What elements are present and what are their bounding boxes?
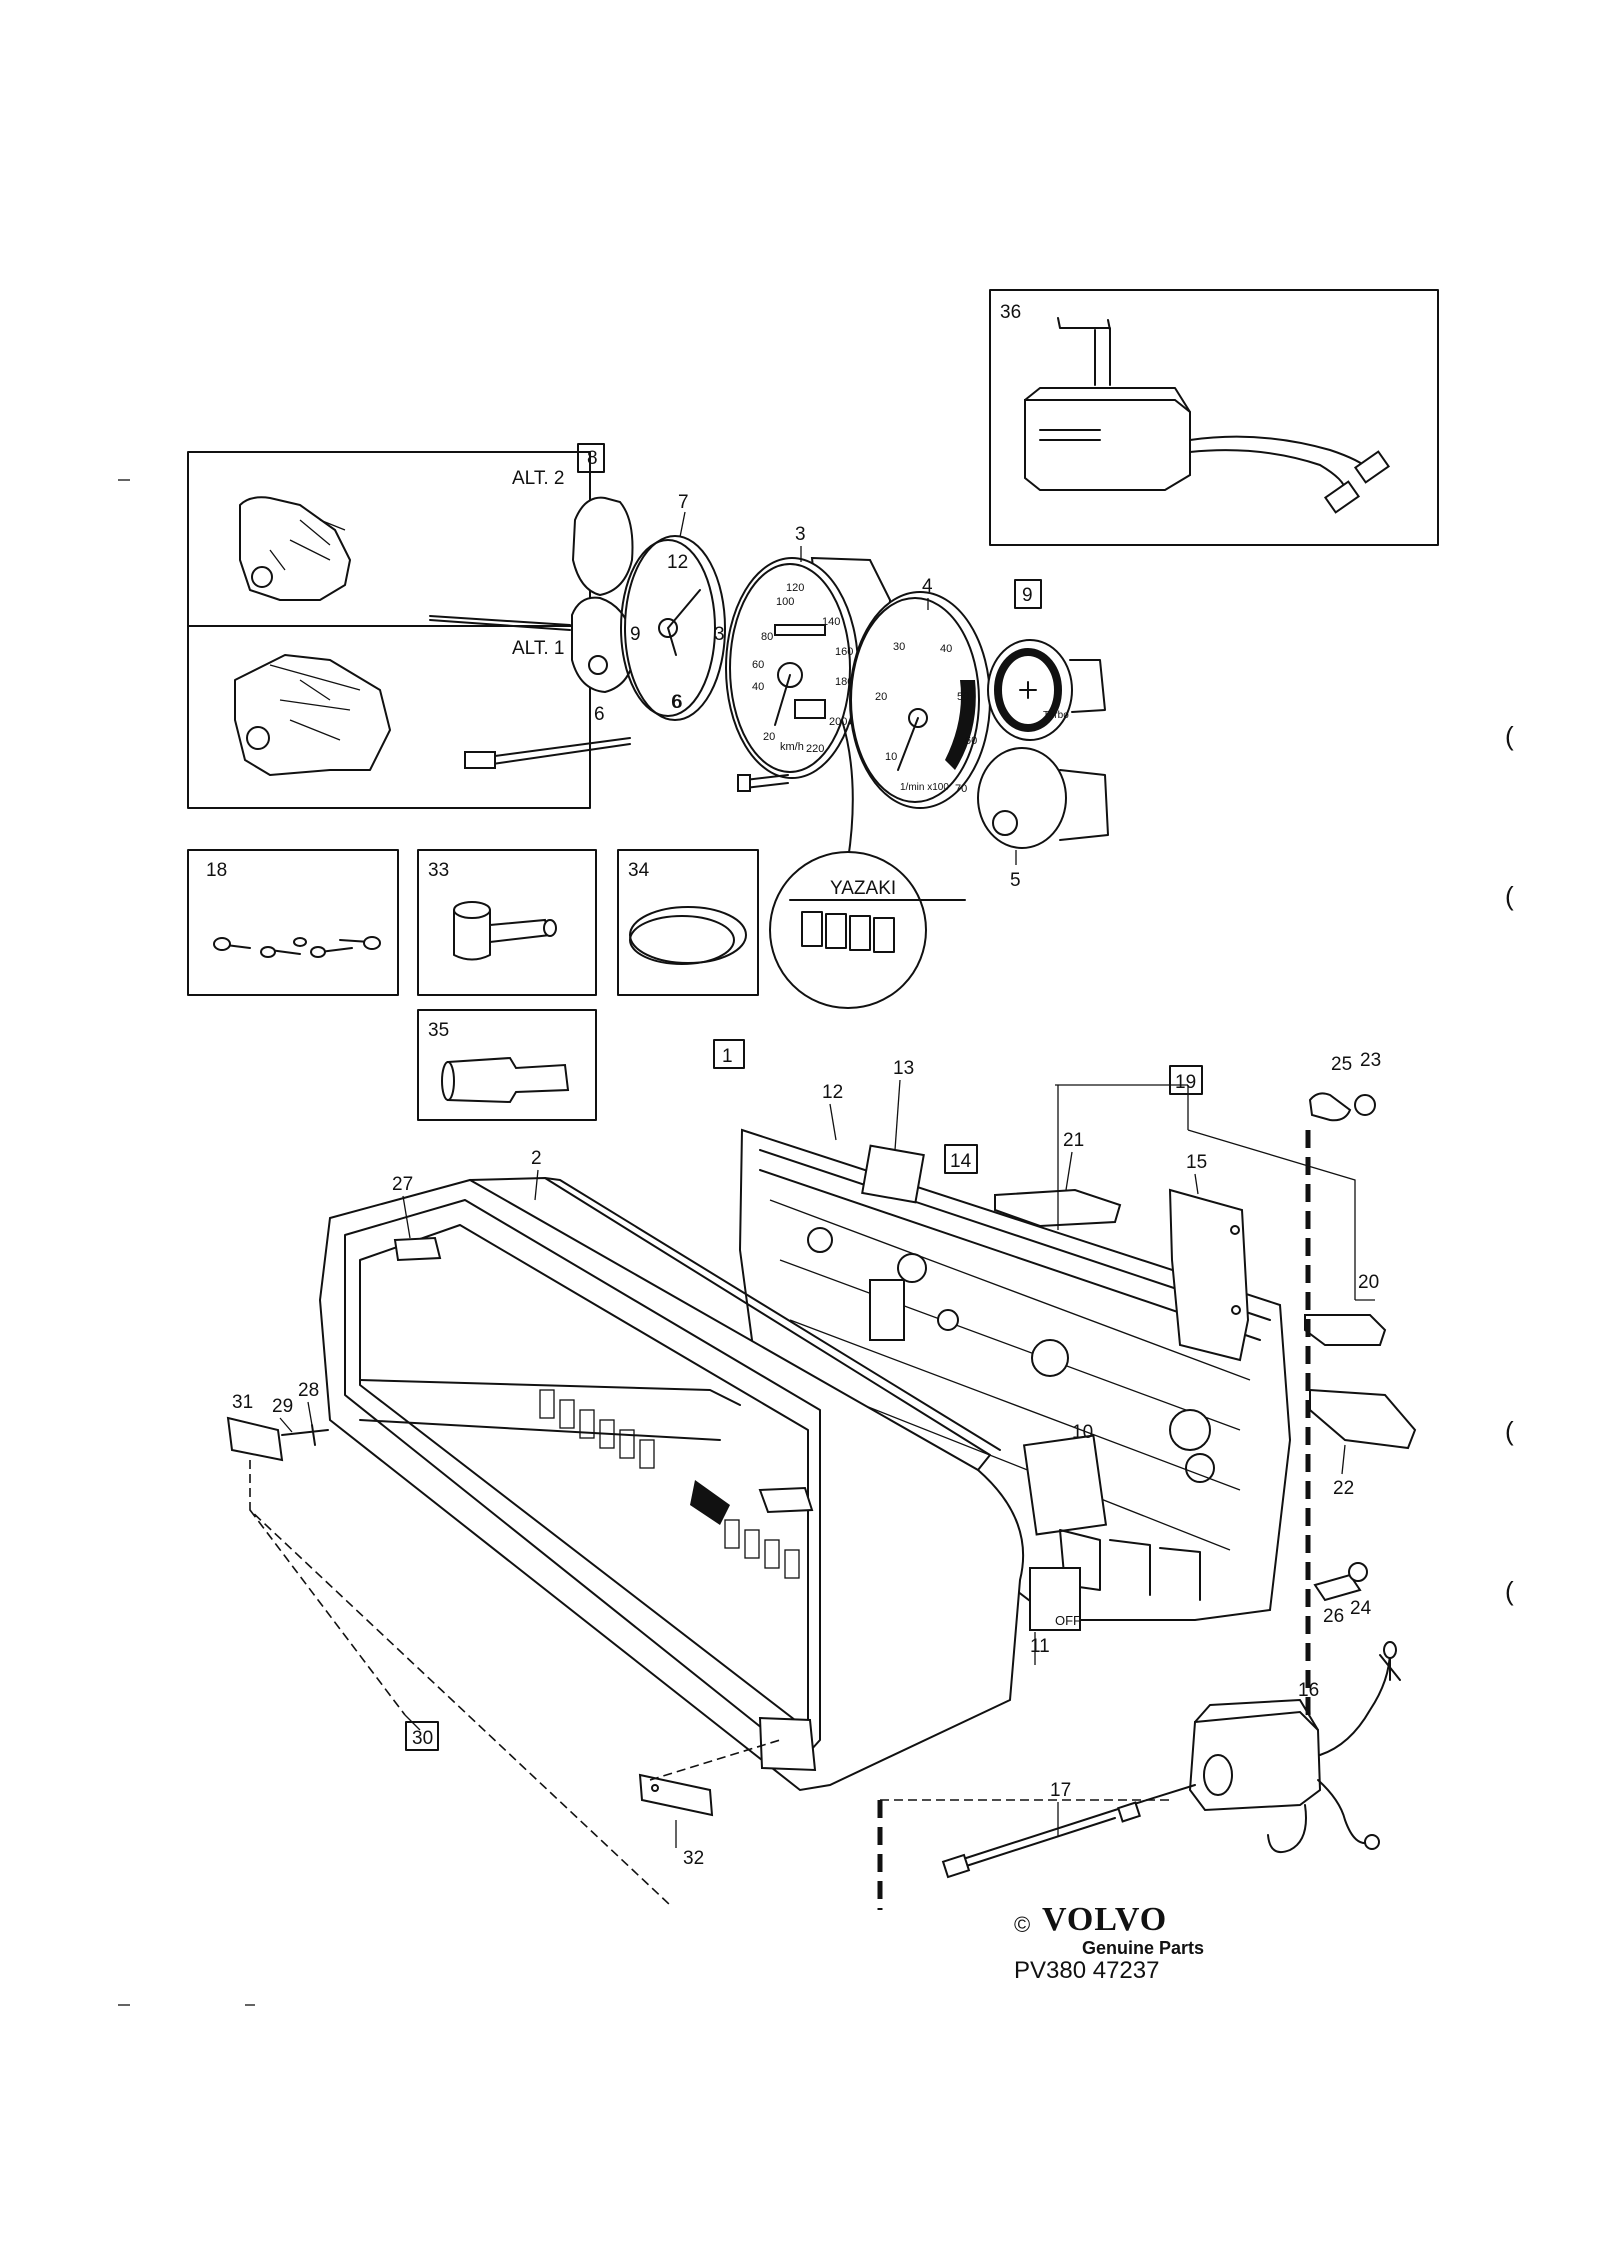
callout-24: 24 <box>1350 1598 1372 1619</box>
callout-36: 36 <box>1000 302 1021 323</box>
tacho-unit: 1/min x100 <box>900 782 949 793</box>
speedo-60: 60 <box>752 659 764 671</box>
callout-19: 19 <box>1175 1072 1196 1093</box>
tacho-70: 70 <box>955 783 967 795</box>
callout-9-box <box>1014 579 1042 609</box>
callout-12: 12 <box>822 1082 843 1103</box>
alt2-label: ALT. 2 <box>512 468 564 489</box>
speedo-220: 220 <box>806 743 824 755</box>
callout-18: 18 <box>206 860 227 881</box>
front-frame: 2 27 <box>318 1148 1024 1792</box>
brand-block: © VOLVO Genuine Parts PV380 47237 <box>1014 1901 1204 1984</box>
callout-7: 7 <box>678 492 689 513</box>
callout-9: 9 <box>1022 585 1033 606</box>
brand-copyright: © <box>1014 1912 1030 1937</box>
turbo-label: Turbo <box>1043 710 1069 721</box>
warning-off-label: OFF <box>1055 1613 1081 1628</box>
callout-25: 25 <box>1331 1054 1352 1075</box>
tacho-20: 20 <box>875 691 887 703</box>
callout-2: 2 <box>531 1148 542 1169</box>
callout-14: 14 <box>950 1151 972 1172</box>
yazaki-label: YAZAKI <box>830 878 896 899</box>
box-34: 34 <box>617 849 759 996</box>
gauge-cluster: 8 6 12 3 6 9 7 6 80 100 120 140 160 180 <box>464 443 1109 891</box>
callout-21: 21 <box>1063 1130 1084 1151</box>
callout-20: 20 <box>1358 1272 1379 1293</box>
brand-tagline: Genuine Parts <box>1082 1938 1204 1958</box>
tacho-10: 10 <box>885 751 897 763</box>
callout-32: 32 <box>683 1848 704 1869</box>
callout-28: 28 <box>298 1380 319 1401</box>
alt1-label: ALT. 1 <box>512 638 564 659</box>
box-18: 18 <box>187 849 399 996</box>
callout-10: 10 <box>1072 1422 1093 1443</box>
speedo-80: 80 <box>761 631 773 643</box>
callout-4: 4 <box>922 576 933 597</box>
clock-3: 3 <box>714 624 725 645</box>
callout-3: 3 <box>795 524 806 545</box>
speedo-unit: km/h <box>780 741 804 753</box>
clock-9: 9 <box>630 624 641 645</box>
callout-6a: 6 <box>594 704 605 725</box>
svg-text:(: ( <box>1505 1576 1514 1606</box>
callout-31: 31 <box>232 1392 253 1413</box>
yazaki-inset: YAZAKI <box>769 851 966 1009</box>
callout-6b: 6 <box>672 692 683 713</box>
box-33: 33 <box>417 849 597 996</box>
callout-35: 35 <box>428 1020 449 1041</box>
callout-23: 23 <box>1360 1050 1381 1071</box>
callout-29: 29 <box>272 1396 293 1417</box>
callout-1: 1 <box>722 1046 733 1067</box>
callout-17: 17 <box>1050 1780 1071 1801</box>
callout-11: 11 <box>1030 1636 1050 1657</box>
svg-text:(: ( <box>1505 881 1514 911</box>
tacho-40: 40 <box>940 643 952 655</box>
callout-27: 27 <box>392 1174 413 1195</box>
speedo-160: 160 <box>835 646 853 658</box>
callout-5: 5 <box>1010 870 1021 891</box>
callout-15: 15 <box>1186 1152 1207 1173</box>
left-end-parts: 31 29 28 30 <box>226 1380 671 1906</box>
speedo-120: 120 <box>786 582 804 594</box>
callout-22: 22 <box>1333 1478 1354 1499</box>
inset-alt-variants: ALT. 2 ALT. 1 <box>187 451 591 809</box>
callout-30-box <box>405 1721 439 1751</box>
brand-name: VOLVO <box>1042 1901 1167 1938</box>
clock-6: 6 <box>671 692 682 713</box>
callout-19-box <box>1169 1065 1203 1095</box>
right-end-part: 32 <box>638 1739 781 1869</box>
clock-12: 12 <box>667 552 688 573</box>
speedo-100: 100 <box>776 596 794 608</box>
callout-8-box <box>577 443 605 473</box>
callout-14-box <box>944 1144 978 1174</box>
sensor-and-cable: 16 17 <box>880 1641 1401 1879</box>
speedo-20: 20 <box>763 731 775 743</box>
callout-13: 13 <box>893 1058 914 1079</box>
callout-16: 16 <box>1298 1680 1319 1701</box>
speedo-140: 140 <box>822 616 840 628</box>
speedo-180: 180 <box>835 676 853 688</box>
svg-text:(: ( <box>1505 721 1514 751</box>
callout-26: 26 <box>1323 1606 1344 1627</box>
tacho-60: 60 <box>965 735 977 747</box>
callout-1-box <box>713 1039 745 1069</box>
svg-text:(: ( <box>1505 1416 1514 1446</box>
instrument-housing: 13 12 14 15 21 19 20 22 25 23 26 <box>713 1039 1417 1910</box>
tacho-30: 30 <box>893 641 905 653</box>
scan-marks: ( ( ( ( <box>118 479 1514 2006</box>
callout-33: 33 <box>428 860 449 881</box>
speedo-40: 40 <box>752 681 764 693</box>
box-35: 35 <box>417 1009 597 1121</box>
callout-8: 8 <box>587 448 598 469</box>
tacho-50: 50 <box>957 691 969 703</box>
callout-30: 30 <box>412 1728 433 1749</box>
brand-code: PV380 47237 <box>1014 1957 1159 1984</box>
inset-36: 36 <box>989 289 1439 546</box>
callout-34: 34 <box>628 860 650 881</box>
